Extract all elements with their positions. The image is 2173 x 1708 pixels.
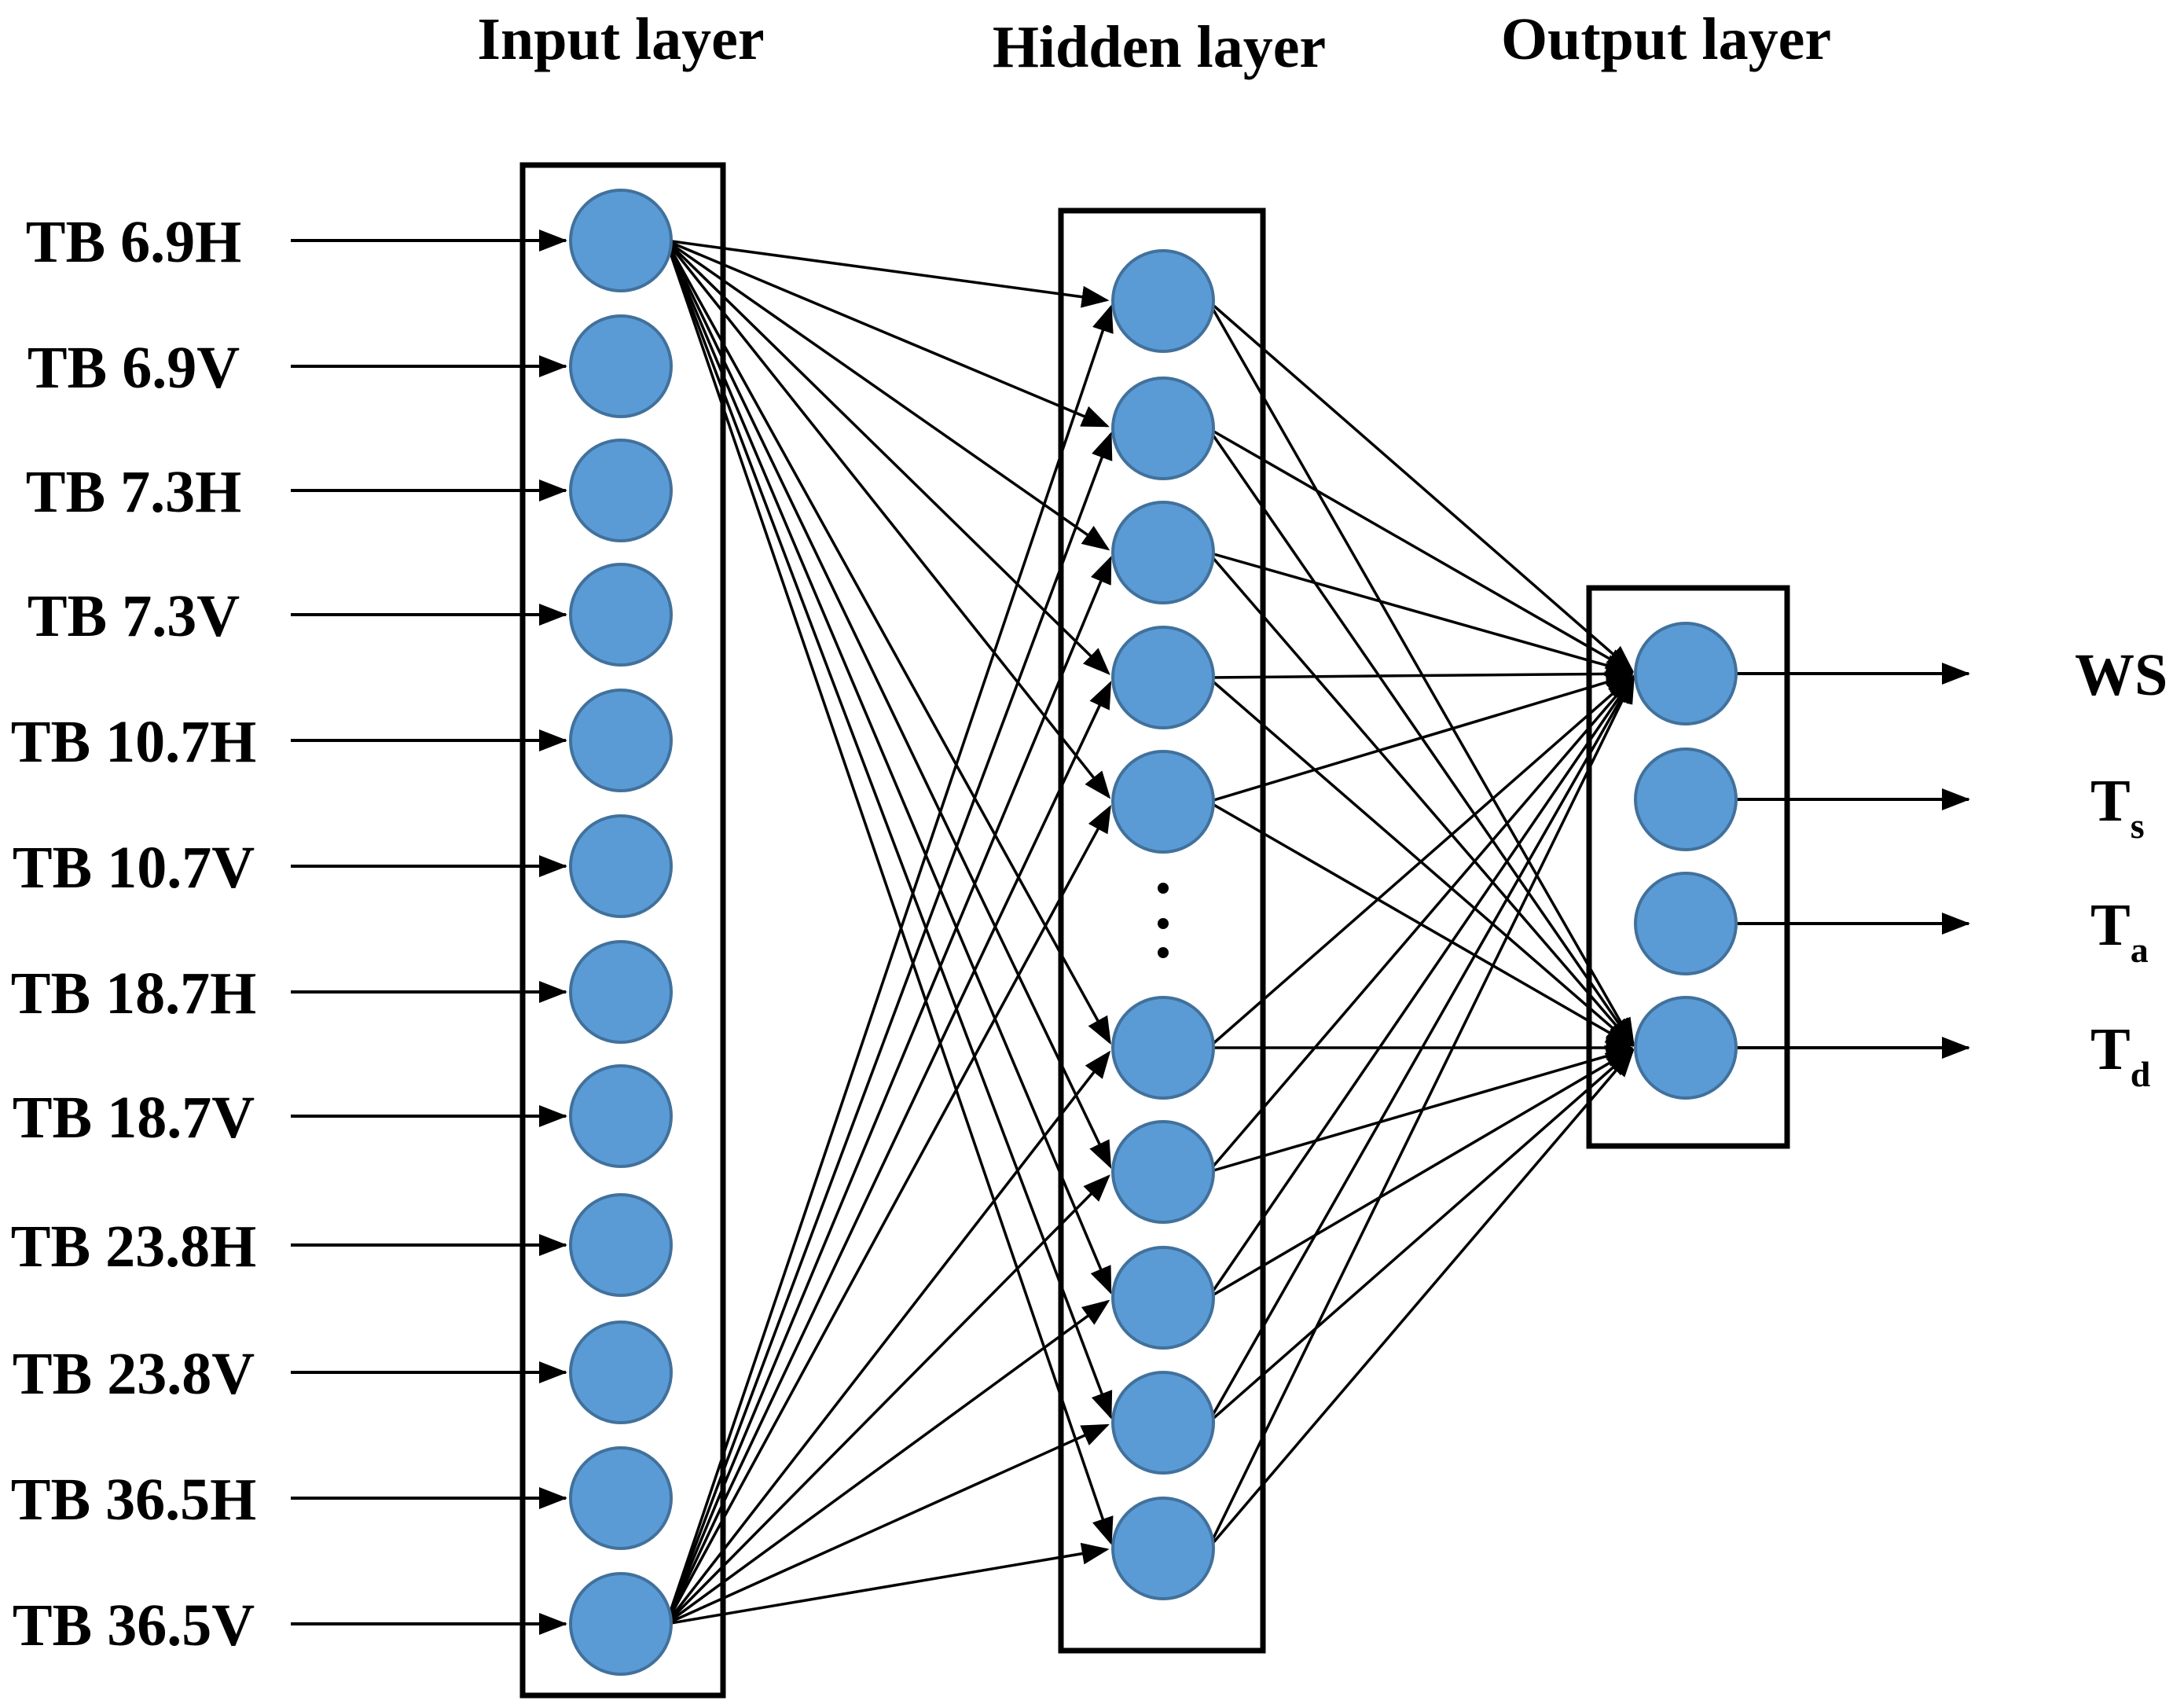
edge-input12-hidden4: [665, 681, 1112, 1625]
hidden-node-10: [1111, 1497, 1215, 1600]
input-label-10: TB 23.8V: [13, 1341, 255, 1407]
output-label-1: WS: [2075, 642, 2167, 708]
input-label-7: TB 18.7H: [11, 961, 257, 1027]
input-layer-title: Input layer: [477, 6, 764, 72]
hidden-node-3: [1111, 501, 1215, 604]
edge-hidden7-output4: [1208, 1045, 1634, 1174]
edge-input1-hidden4: [665, 239, 1110, 675]
input-node-7: [569, 940, 673, 1044]
hidden-node-6: [1111, 996, 1215, 1100]
input-label-9: TB 23.8H: [11, 1214, 257, 1280]
input-label-6: TB 10.7V: [13, 835, 255, 901]
edge-input1-hidden2: [665, 239, 1110, 428]
input-layer-box: [519, 162, 726, 1699]
hidden-ellipsis: [1158, 883, 1169, 958]
output-label-2: Ts: [2090, 768, 2145, 846]
input-node-10: [569, 1320, 673, 1424]
edge-input1-hidden5: [665, 239, 1111, 799]
edge-hidden4-output1: [1208, 663, 1634, 685]
edge-input12-hidden9: [665, 1423, 1110, 1625]
edge-hidden1-output4: [1207, 300, 1635, 1046]
input-label-12: TB 36.5V: [13, 1592, 255, 1658]
edge-hidden3-output1: [1208, 551, 1634, 677]
edge-hidden5-output1: [1208, 671, 1634, 803]
hidden-layer-title: Hidden layer: [993, 14, 1326, 80]
input-label-8: TB 18.7V: [13, 1085, 255, 1151]
input-node-5: [569, 689, 673, 792]
input-label-1: TB 6.9H: [26, 209, 242, 275]
edge-input1-hidden9: [664, 240, 1113, 1420]
edge-hidden2-output4: [1207, 428, 1635, 1046]
input-node-12: [569, 1572, 673, 1676]
output-layer-box: [1586, 585, 1790, 1149]
input-node-11: [569, 1446, 673, 1550]
nodes: [569, 189, 1738, 1676]
input-node-2: [569, 314, 673, 418]
hidden-node-5: [1111, 750, 1215, 854]
input-label-11: TB 36.5H: [11, 1467, 257, 1533]
edge-input12-hidden2: [664, 432, 1113, 1625]
connections: [664, 239, 1635, 1625]
input-label-3: TB 7.3H: [26, 459, 242, 525]
input-label-2: TB 6.9V: [28, 335, 240, 401]
edge-input1-hidden3: [665, 239, 1110, 551]
input-node-6: [569, 814, 673, 918]
edge-input12-hidden7: [665, 1174, 1110, 1625]
edge-hidden1-output1: [1207, 299, 1635, 673]
input-node-9: [569, 1193, 673, 1297]
output-node-2: [1634, 747, 1738, 851]
output-node-4: [1634, 996, 1738, 1100]
output-layer-title: Output layer: [1501, 6, 1831, 72]
edge-hidden8-output1: [1207, 675, 1635, 1298]
hidden-layer-box: [1058, 208, 1266, 1654]
output-label-4: Td: [2090, 1016, 2151, 1094]
output-node-1: [1634, 622, 1738, 725]
hidden-node-9: [1111, 1371, 1215, 1475]
edge-input12-hidden5: [665, 804, 1111, 1625]
input-node-8: [569, 1064, 673, 1168]
hidden-node-2: [1111, 376, 1215, 480]
edge-hidden3-output4: [1207, 551, 1635, 1047]
edge-input1-hidden8: [664, 240, 1112, 1295]
input-node-1: [569, 189, 673, 292]
input-node-4: [569, 563, 673, 667]
edge-input12-hidden8: [665, 1299, 1110, 1625]
input-node-3: [569, 439, 673, 542]
input-label-4: TB 7.3V: [28, 583, 240, 649]
hidden-node-8: [1111, 1246, 1215, 1350]
edge-hidden2-output1: [1207, 427, 1634, 673]
hidden-node-4: [1111, 626, 1215, 729]
edge-input1-hidden10: [664, 240, 1114, 1545]
output-node-3: [1634, 872, 1738, 975]
input-label-5: TB 10.7H: [11, 709, 257, 775]
edge-input1-hidden1: [666, 239, 1110, 308]
edge-input1-hidden6: [665, 240, 1111, 1045]
edge-input12-hidden10: [666, 1542, 1110, 1625]
edge-hidden8-output4: [1207, 1049, 1634, 1299]
io-arrows: [291, 230, 1970, 1635]
edge-hidden6-output1: [1207, 674, 1635, 1049]
output-label-3: Ta: [2090, 892, 2149, 970]
edge-input12-hidden6: [665, 1050, 1111, 1625]
edge-hidden9-output1: [1207, 675, 1635, 1423]
edge-hidden10-output1: [1207, 675, 1635, 1549]
edge-hidden10-output4: [1207, 1049, 1635, 1550]
hidden-node-1: [1111, 249, 1215, 353]
edge-input12-hidden1: [664, 304, 1114, 1625]
edge-hidden9-output4: [1207, 1049, 1635, 1424]
hidden-node-7: [1111, 1120, 1215, 1224]
labels: TB 6.9H TB 6.9V TB 7.3H TB 7.3V TB 10.7H TB 1…: [11, 209, 2168, 1658]
edge-input1-hidden7: [665, 240, 1112, 1169]
edge-hidden7-output1: [1207, 674, 1635, 1174]
edge-input12-hidden3: [664, 556, 1112, 1625]
